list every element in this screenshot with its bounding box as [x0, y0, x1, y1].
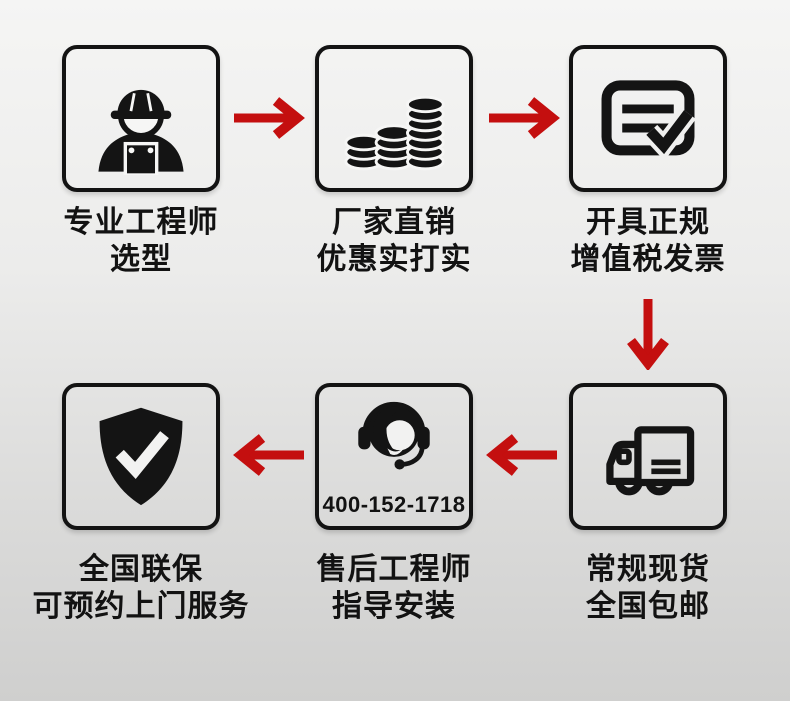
- service-phone-number: 400-152-1718: [322, 492, 466, 517]
- step-box-invoice: [569, 45, 727, 192]
- caption-engineer: 专业工程师 选型: [1, 204, 281, 278]
- caption-line: 选型: [110, 243, 172, 276]
- caption-after-sales: 售后工程师 指导安装: [254, 551, 534, 625]
- caption-line: 专业工程师: [63, 206, 219, 239]
- caption-line: 厂家直销: [332, 206, 456, 239]
- step-box-warranty: [62, 383, 220, 530]
- caption-line: 全国联保: [79, 553, 203, 586]
- step-box-after-sales: 400-152-1718: [315, 383, 473, 530]
- coins-icon: [344, 95, 445, 171]
- shield-check-icon: [99, 407, 183, 506]
- caption-line: 可预约上门服务: [32, 590, 250, 623]
- caption-line: 常规现货: [586, 553, 710, 586]
- invoice-check-icon: [601, 80, 696, 161]
- arrow-left-icon: [486, 434, 557, 476]
- caption-invoice: 开具正规 增值税发票: [508, 204, 788, 278]
- caption-line: 开具正规: [586, 206, 710, 239]
- arrow-right-icon: [234, 97, 305, 139]
- step-box-factory-direct: [315, 45, 473, 192]
- step-box-engineer: [62, 45, 220, 192]
- caption-warranty: 全国联保 可预约上门服务: [1, 551, 281, 625]
- caption-line: 优惠实打实: [316, 243, 472, 276]
- caption-line: 售后工程师: [316, 553, 472, 586]
- caption-line: 增值税发票: [570, 243, 726, 276]
- caption-factory-direct: 厂家直销 优惠实打实: [254, 204, 534, 278]
- arrow-right-icon: [489, 97, 560, 139]
- caption-line: 指导安装: [332, 590, 456, 623]
- arrow-down-icon: [627, 299, 669, 370]
- headset-agent-icon: [358, 401, 430, 470]
- step-box-shipping: [569, 383, 727, 530]
- caption-line: 全国包邮: [586, 590, 710, 623]
- arrow-left-icon: [233, 434, 304, 476]
- caption-shipping: 常规现货 全国包邮: [508, 551, 788, 625]
- truck-icon: [606, 426, 695, 496]
- engineer-icon: [98, 89, 184, 175]
